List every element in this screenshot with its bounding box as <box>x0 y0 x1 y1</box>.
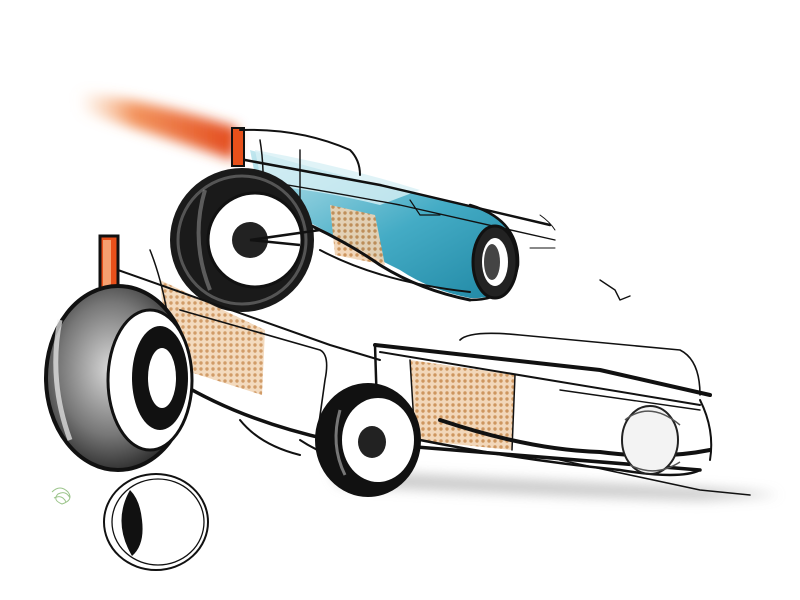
ground-shadow <box>330 470 780 500</box>
halftone-panel-front <box>410 360 515 450</box>
bottom-hot-rod <box>44 234 780 500</box>
exhaust-pipe <box>231 127 245 167</box>
top-front-wheel <box>471 224 519 300</box>
top-hot-rod <box>78 92 556 312</box>
detached-wheel-sketch <box>103 473 209 571</box>
bottom-front-wheel <box>315 383 421 497</box>
green-scribble <box>51 487 71 505</box>
halftone-panel-top <box>330 205 385 265</box>
bottom-rear-wheel <box>44 284 194 472</box>
top-rear-wheel <box>170 168 321 312</box>
bottom-exhaust-highlight <box>103 240 111 288</box>
front-radiator-nose <box>621 405 681 475</box>
exhaust-flame <box>78 92 238 160</box>
